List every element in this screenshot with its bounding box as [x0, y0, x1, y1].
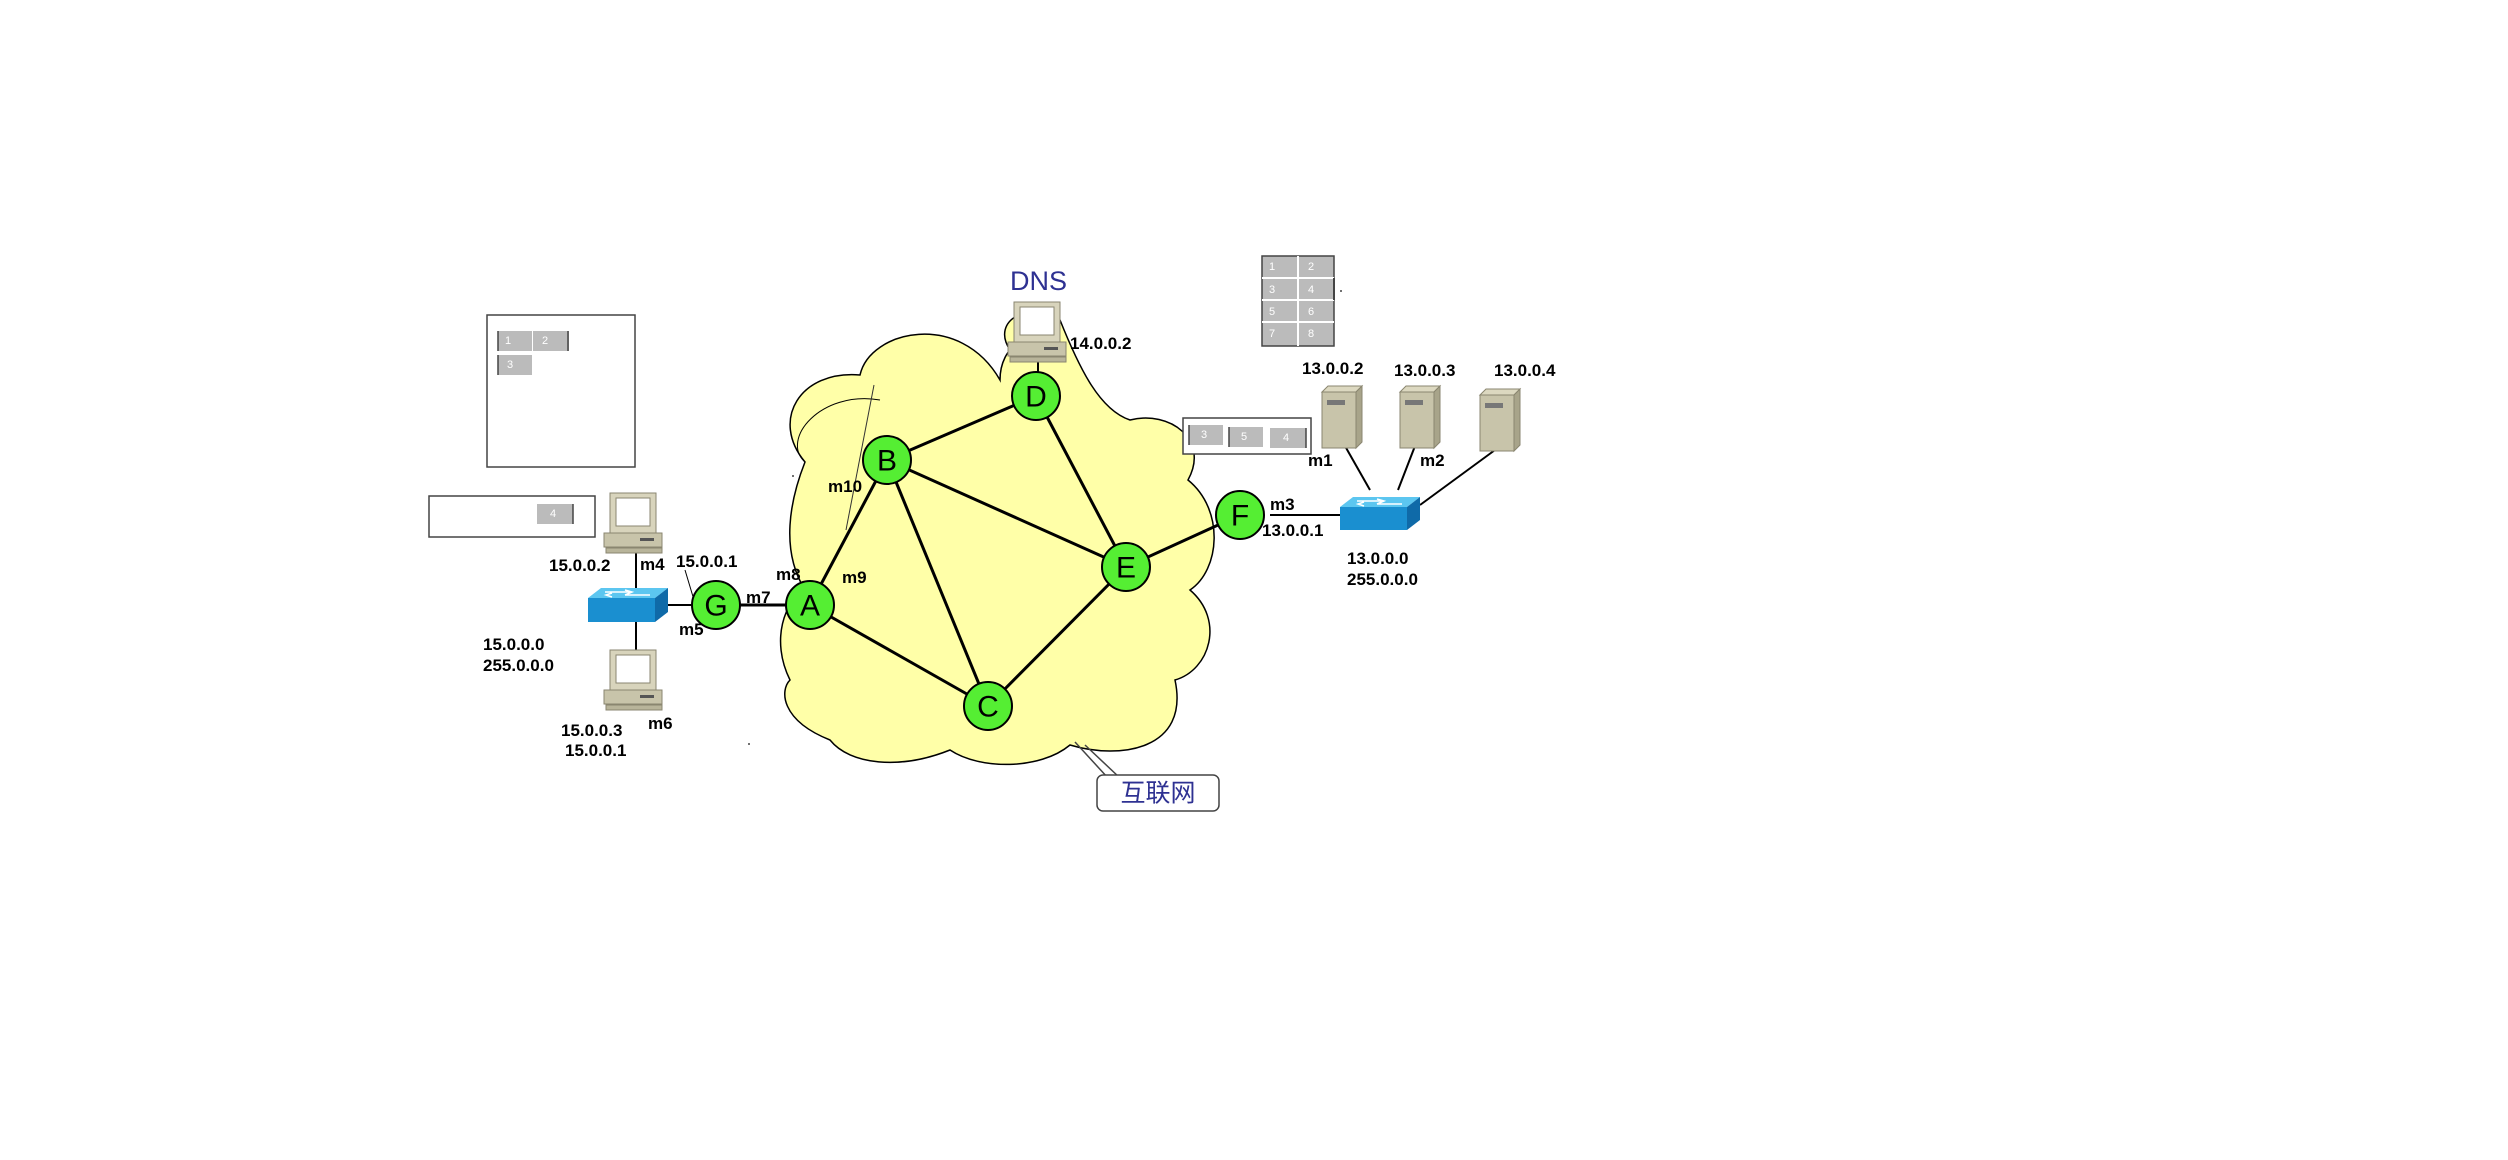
interface-label-m2: m2: [1420, 451, 1445, 470]
link-c-e: [986, 565, 1128, 708]
table-right-grid-cell-8: 8: [1308, 328, 1314, 340]
switch-right: [1340, 497, 1420, 530]
interface-label-m5: m5: [679, 620, 704, 639]
server3-ip-label: 13.0.0.4: [1494, 361, 1556, 380]
link-switch-server3: [1419, 449, 1496, 506]
f-ip-label: 13.0.0.1: [1262, 521, 1323, 540]
table-right-grid-cell-5: 5: [1269, 306, 1275, 318]
table-right-small-cell-1: 3: [1201, 429, 1207, 441]
dns-label: DNS: [1010, 266, 1067, 296]
router-nodes: A B C D E F G: [691, 371, 1265, 731]
pc-bottom-ip-label: 15.0.0.3: [561, 721, 622, 740]
router-label-a: A: [800, 590, 820, 623]
g-ip-label: 15.0.0.1: [676, 552, 737, 571]
link-b-c: [885, 459, 990, 707]
table-left-top-cell-1: 1: [505, 335, 511, 347]
server2-ip-label: 13.0.0.3: [1394, 361, 1455, 380]
pc-bottom-left: [603, 649, 663, 711]
link-b-e: [886, 458, 1127, 569]
table-left-top-cell-2: 2: [542, 335, 548, 347]
dns-ip-label: 14.0.0.2: [1070, 334, 1131, 353]
switch-left: [588, 588, 668, 622]
table-right-grid-cell-7: 7: [1269, 328, 1275, 340]
table-left-top-cell-3: 3: [507, 359, 513, 371]
router-node-b: [862, 435, 912, 485]
router-node-f: [1215, 490, 1265, 540]
pc-top-ip-label: 15.0.0.2: [549, 556, 610, 575]
left-net-label: 15.0.0.0: [483, 635, 544, 654]
router-node-a: [785, 580, 835, 630]
right-mask-label: 255.0.0.0: [1347, 570, 1418, 589]
router-label-c: C: [977, 691, 999, 724]
table-right-grid-cell-3: 3: [1269, 284, 1275, 296]
interface-label-m8: m8: [776, 565, 801, 584]
router-node-g: [691, 580, 741, 630]
internet-label: 互联网: [1120, 779, 1195, 808]
dns-server-pc: [1007, 301, 1067, 363]
interface-label-m9: m9: [842, 568, 867, 587]
table-right-grid-cell-1: 1: [1269, 261, 1275, 273]
router-node-c: [963, 681, 1013, 731]
interface-label-m6: m6: [648, 714, 673, 733]
router-label-f: F: [1231, 500, 1249, 533]
link-switch-server2: [1397, 445, 1416, 491]
router-label-e: E: [1116, 552, 1136, 585]
router-label-d: D: [1025, 381, 1047, 414]
interface-label-m10: m10: [828, 477, 862, 496]
internet-callout-box: [1096, 774, 1220, 812]
table-left-small: [428, 495, 596, 538]
router-node-d: [1011, 371, 1061, 421]
interface-label-m1: m1: [1308, 451, 1333, 470]
interface-label-m3: m3: [1270, 495, 1295, 514]
table-left-small-cell-1: 4: [550, 508, 556, 520]
pc-top-left: [603, 492, 663, 554]
router-label-g: G: [704, 590, 727, 623]
link-switch-server1: [1344, 445, 1371, 491]
link-b-d: [886, 394, 1037, 462]
router-node-e: [1101, 542, 1151, 592]
link-a-b: [808, 459, 889, 606]
link-d-e: [1034, 395, 1128, 568]
server-2: [1398, 384, 1442, 450]
table-right-small-cell-2: 5: [1241, 431, 1247, 443]
table-right-grid-cell-6: 6: [1308, 306, 1314, 318]
server-1: [1320, 384, 1364, 450]
interface-label-m4: m4: [640, 555, 665, 574]
left-mask-label: 255.0.0.0: [483, 656, 554, 675]
interface-label-m7: m7: [746, 588, 771, 607]
pc-bottom-gw-label: 15.0.0.1: [565, 741, 626, 760]
right-net-label: 13.0.0.0: [1347, 549, 1408, 568]
table-right-grid-cell-4: 4: [1308, 284, 1314, 296]
server1-ip-label: 13.0.0.2: [1302, 359, 1363, 378]
server-3: [1478, 387, 1522, 453]
router-label-b: B: [877, 445, 897, 478]
table-left-top-cells: 1 2 3: [497, 331, 569, 375]
link-a-c: [809, 603, 989, 708]
table-right-small-cell-3: 4: [1283, 432, 1289, 444]
table-right-grid-cell-2: 2: [1308, 261, 1314, 273]
